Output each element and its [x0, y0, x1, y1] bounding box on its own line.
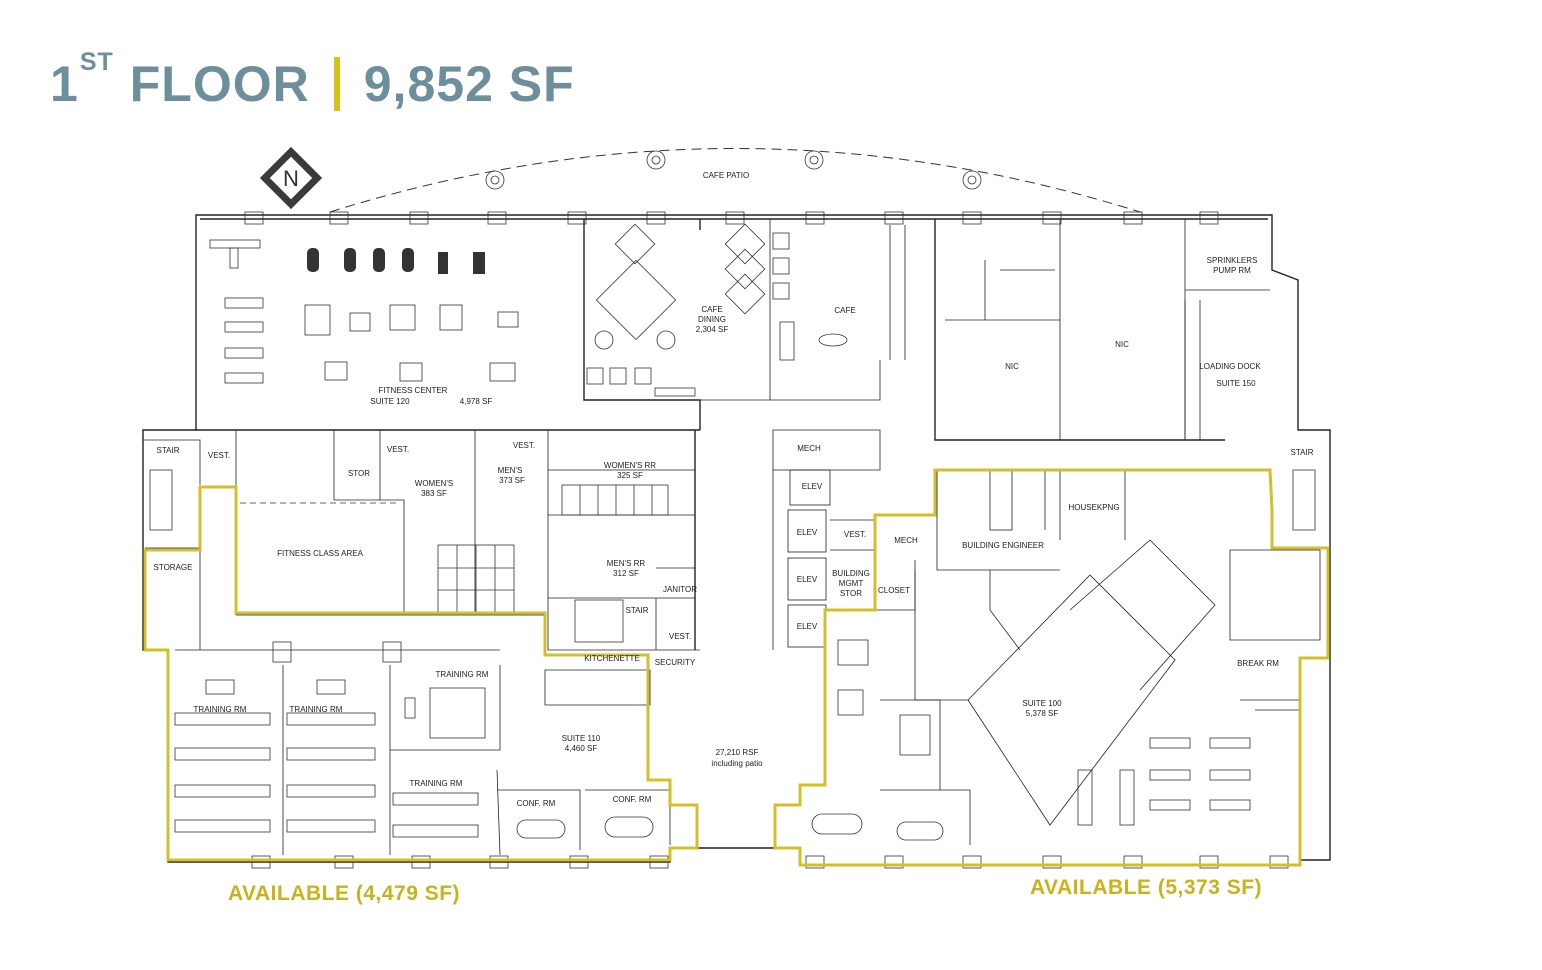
label-elev-2: ELEV — [797, 528, 818, 537]
label-fitness-center: FITNESS CENTER — [379, 386, 448, 395]
label-elev-1: ELEV — [802, 482, 823, 491]
compass-letter: N — [283, 166, 299, 191]
label-vest-3: VEST. — [513, 441, 535, 450]
available-outline-left — [143, 485, 699, 862]
label-vest-5: VEST. — [844, 530, 866, 539]
label-stair-left: STAIR — [157, 446, 180, 455]
label-building-engineer: BUILDING ENGINEER — [962, 541, 1044, 550]
heading-divider — [333, 57, 340, 111]
available-left-label: AVAILABLE (4,479 SF) — [228, 882, 460, 905]
label-security: SECURITY — [655, 658, 696, 667]
label-elev-4: ELEV — [797, 622, 818, 631]
label-janitor: JANITOR — [663, 585, 697, 594]
label-cafe-patio: CAFE PATIO — [703, 171, 749, 180]
label-suite-110: SUITE 110 — [562, 734, 601, 743]
label-suite-150: SUITE 150 — [1216, 379, 1256, 388]
label-loading-dock: LOADING DOCK — [1199, 362, 1261, 371]
label-mens-rr: MEN'S RR — [607, 559, 646, 568]
label-sprinklers: SPRINKLERS — [1207, 256, 1258, 265]
label-womens-rr-area: 325 SF — [617, 471, 643, 480]
label-housekpng: HOUSEKPNG — [1068, 503, 1119, 512]
floor-word: FLOOR — [129, 56, 310, 112]
label-cafe-dining: CAFE — [701, 305, 722, 314]
floor-number: 1 — [50, 56, 79, 112]
label-womens-area: 383 SF — [421, 489, 447, 498]
label-vest-2: VEST. — [387, 445, 409, 454]
label-suite-110-area: 4,460 SF — [565, 744, 598, 753]
label-vest-left: VEST. — [208, 451, 230, 460]
label-cafe-dining-2: DINING — [698, 315, 726, 324]
label-training-3: TRAINING RM — [290, 705, 343, 714]
label-mens-area: 373 SF — [499, 476, 525, 485]
furniture-fixtures — [174, 223, 1251, 841]
label-building-mgmt: BUILDING — [832, 569, 870, 578]
label-suite-100-area: 5,378 SF — [1026, 709, 1059, 718]
label-vest-4: VEST. — [669, 632, 691, 641]
building-walls — [142, 211, 1331, 869]
label-conf-2: CONF. RM — [613, 795, 652, 804]
patio-outline — [329, 148, 1141, 213]
label-nic-1: NIC — [1005, 362, 1019, 371]
north-arrow-icon: N — [259, 146, 323, 210]
floor-suffix: ST — [79, 48, 114, 76]
label-stair-mid: STAIR — [626, 606, 649, 615]
floor-heading: 1 ST FLOOR 9,852 SF — [50, 44, 575, 114]
label-pump-rm: PUMP RM — [1213, 266, 1251, 275]
label-training-2: TRAINING RM — [194, 705, 247, 714]
label-break-rm: BREAK RM — [1237, 659, 1279, 668]
label-mens: MEN'S — [498, 466, 523, 475]
label-rsf: 27,210 RSF — [716, 748, 759, 757]
label-kitchenette: KITCHENETTE — [584, 654, 640, 663]
room-labels: CAFE PATIO CAFE DINING 2,304 SF CAFE FIT… — [154, 171, 1314, 808]
label-training-4: TRAINING RM — [410, 779, 463, 788]
label-mech-2: MECH — [894, 536, 918, 545]
label-fitness-area: 4,978 SF — [460, 397, 493, 406]
available-outline-right — [773, 468, 1330, 867]
label-cafe: CAFE — [834, 306, 855, 315]
label-mens-rr-area: 312 SF — [613, 569, 639, 578]
interior-walls — [143, 219, 1321, 856]
label-stor: STOR — [348, 469, 370, 478]
label-womens-rr: WOMEN'S RR — [604, 461, 656, 470]
label-suite-100: SUITE 100 — [1022, 699, 1062, 708]
label-nic-2: NIC — [1115, 340, 1129, 349]
label-conf-1: CONF. RM — [517, 799, 556, 808]
label-womens: WOMEN'S — [415, 479, 453, 488]
label-mech-1: MECH — [797, 444, 821, 453]
label-elev-3: ELEV — [797, 575, 818, 584]
label-building-mgmt-2: MGMT — [839, 579, 864, 588]
available-right-label: AVAILABLE (5,373 SF) — [1030, 876, 1262, 899]
label-rsf-note: including patio — [711, 759, 763, 768]
label-stair-right: STAIR — [1291, 448, 1314, 457]
floor-area: 9,852 SF — [363, 56, 575, 112]
label-closet: CLOSET — [878, 586, 910, 595]
label-building-mgmt-3: STOR — [840, 589, 862, 598]
label-cafe-dining-area: 2,304 SF — [696, 325, 729, 334]
label-fitness-suite: SUITE 120 — [370, 397, 410, 406]
label-training-1: TRAINING RM — [436, 670, 489, 679]
patio-columns — [485, 150, 982, 190]
label-storage: STORAGE — [154, 563, 193, 572]
label-fitness-class: FITNESS CLASS AREA — [277, 549, 363, 558]
